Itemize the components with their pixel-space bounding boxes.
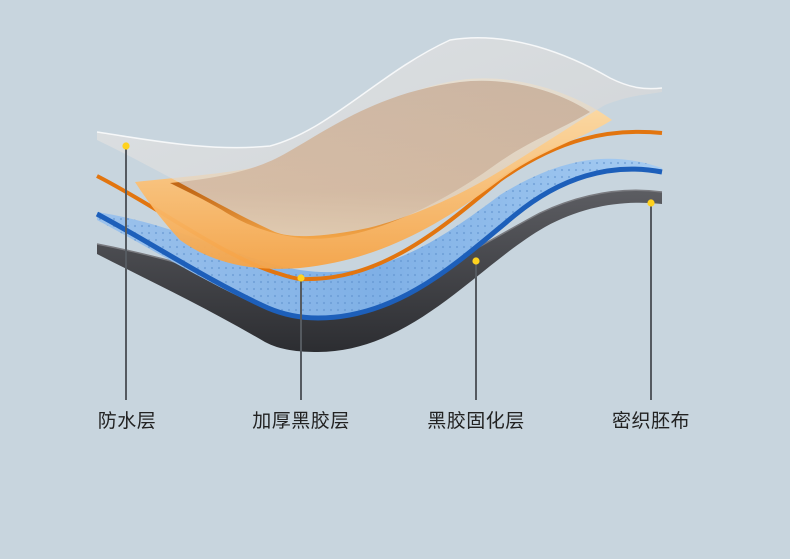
layer-adhesive-curing	[95, 158, 663, 321]
label-dense-fabric: 密织胚布	[611, 410, 691, 432]
label-waterproof: 防水层	[97, 410, 157, 432]
callout-lines	[125, 146, 652, 400]
marker-thick-adhesive	[297, 274, 305, 282]
marker-waterproof	[122, 142, 130, 150]
callout-markers	[122, 142, 655, 282]
label-adhesive-curing: 黑胶固化层	[427, 410, 525, 432]
layer-waterproof	[96, 36, 663, 237]
marker-adhesive-curing	[472, 257, 480, 265]
label-thick-adhesive: 加厚黑胶层	[252, 410, 350, 432]
marker-dense-fabric	[647, 199, 655, 207]
